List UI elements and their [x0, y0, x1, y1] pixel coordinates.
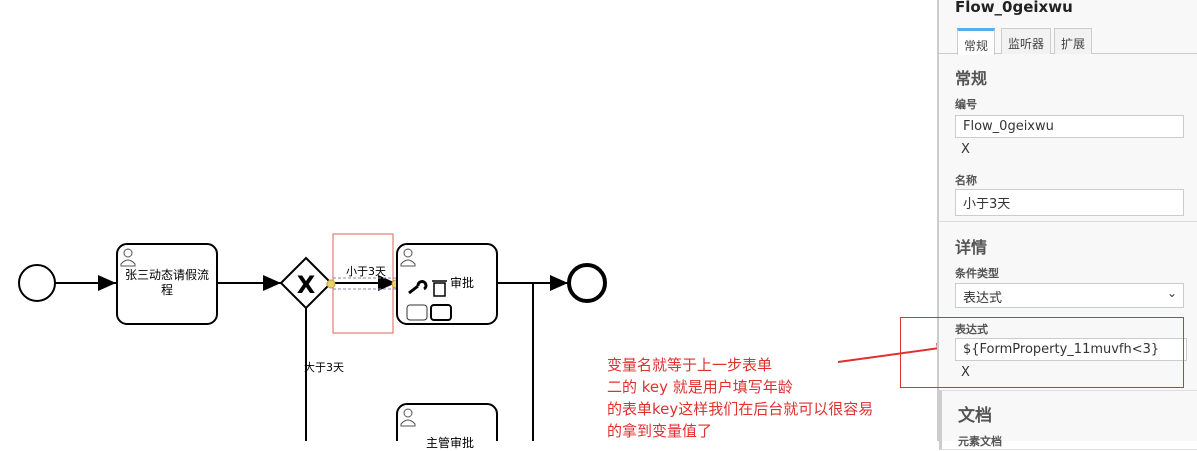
- section-heading: 文档: [958, 406, 992, 426]
- task-label: 审批: [450, 276, 475, 290]
- select-value: 表达式: [963, 291, 1003, 306]
- highlight-box: [900, 317, 1184, 388]
- section-heading: 详情: [955, 238, 988, 257]
- annotation-line: 的拿到变量值了: [607, 422, 713, 440]
- context-pad-task[interactable]: [430, 304, 452, 321]
- panel-title: Flow_0geixwu: [955, 0, 1073, 16]
- arrow-head: [936, 343, 937, 348]
- task-label: 张三动态请假流程: [124, 268, 209, 297]
- bpmn-canvas[interactable]: X 张三动态请假流程 审批 主管审批 小于3天 大于3天: [0, 0, 937, 450]
- task-manager-approve[interactable]: [396, 403, 498, 441]
- end-event[interactable]: [567, 263, 607, 303]
- clear-expression-button[interactable]: X: [961, 365, 970, 380]
- annotation-line: 的表单key这样我们在后台就可以很容易: [607, 400, 874, 418]
- name-textarea[interactable]: 小于3天: [955, 189, 1184, 216]
- bendpoint-handle[interactable]: [326, 279, 336, 289]
- id-input[interactable]: Flow_0geixwu: [955, 115, 1184, 138]
- section-docs: 文档 元素文档: [939, 390, 1197, 450]
- section-general: 常规 编号 Flow_0geixwu X 名称 小于3天: [939, 55, 1197, 222]
- expression-label: 表达式: [955, 323, 988, 336]
- start-event[interactable]: [18, 264, 56, 302]
- section-heading: 常规: [955, 69, 988, 88]
- condition-type-label: 条件类型: [955, 267, 999, 280]
- annotation-line: 变量名就等于上一步表单: [607, 356, 773, 374]
- clear-id-button[interactable]: X: [961, 142, 970, 157]
- properties-panel: Flow_0geixwu 常规 监听器 扩展 常规 编号 Flow_0geixw…: [900, 0, 1197, 450]
- user-icon: [120, 248, 416, 427]
- chevron-down-icon: ⌄: [1166, 286, 1177, 300]
- trash-icon[interactable]: [432, 280, 447, 297]
- condition-type-select[interactable]: 表达式 ⌄: [955, 283, 1184, 308]
- section-details: 详情 条件类型 表达式 ⌄ 表达式 ${FormProperty_11muvfh<…: [939, 222, 1197, 390]
- tab-extensions[interactable]: 扩展: [1054, 28, 1093, 54]
- flow-label-greater[interactable]: 大于3天: [304, 361, 344, 374]
- id-label: 编号: [955, 98, 977, 111]
- expression-input[interactable]: ${FormProperty_11muvfh<3}: [955, 338, 1187, 361]
- tab-listeners[interactable]: 监听器: [1001, 28, 1052, 54]
- element-doc-label: 元素文档: [958, 435, 1002, 448]
- name-label: 名称: [955, 174, 977, 187]
- annotation-line: 二的 key 就是用户填写年龄: [607, 378, 793, 396]
- tab-bar: 常规 监听器 扩展: [939, 28, 1197, 55]
- tab-general[interactable]: 常规: [957, 28, 996, 55]
- gateway-x-icon: X: [297, 271, 316, 299]
- task-label: 主管审批: [425, 436, 474, 450]
- flow-label-less[interactable]: 小于3天: [346, 265, 386, 278]
- arrow-annotation: [837, 347, 937, 363]
- wrench-icon[interactable]: [408, 280, 428, 295]
- context-pad-user-task[interactable]: [406, 304, 428, 321]
